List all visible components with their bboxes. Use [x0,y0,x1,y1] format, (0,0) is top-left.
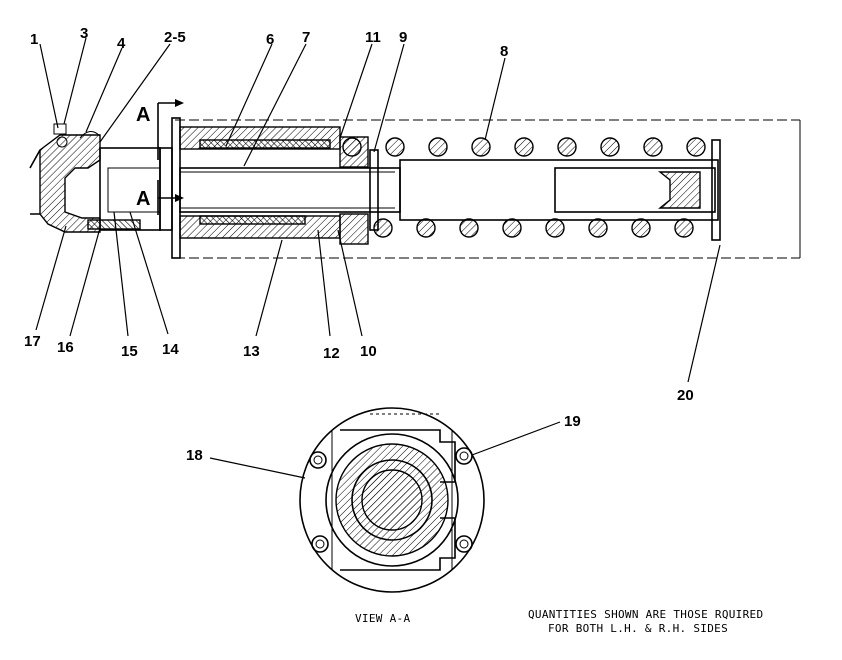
flange-plate [159,147,173,231]
callout-10: 10 [360,343,377,360]
callout-2-5: 2-5 [164,29,186,46]
callout-3: 3 [80,25,88,42]
callout-labels: 1 3 4 2-5 6 7 11 9 8 17 16 15 14 13 12 1… [24,25,694,464]
note-line-2: FOR BOTH L.H. & R.H. SIDES [548,622,728,635]
callout-4: 4 [117,35,126,52]
cylinder-section-view: A A [29,99,801,259]
callout-19: 19 [564,413,581,430]
callout-6: 6 [266,31,274,48]
callout-9: 9 [399,29,407,46]
section-arrow-bottom [157,180,184,215]
left-mount-bracket [29,123,161,233]
callout-12: 12 [323,345,340,362]
section-mark-top: A [136,104,150,126]
callout-14: 14 [162,341,179,358]
section-arrow-top [157,99,184,160]
callout-18: 18 [186,447,203,464]
callout-13: 13 [243,343,260,360]
bushing-lower [199,215,306,225]
piston-rod [179,167,401,213]
view-label: VIEW A-A [355,612,410,625]
bushing-upper [199,139,331,149]
flange-ring [171,117,181,259]
callout-15: 15 [121,343,138,360]
callout-16: 16 [57,339,74,356]
spring-coils-lower [373,218,694,238]
callout-1: 1 [30,31,38,48]
leader-lines [35,37,721,479]
spring-coils-upper [342,137,706,157]
end-plate [711,139,721,241]
callout-8: 8 [500,43,508,60]
mounting-bolts [309,447,473,553]
seal-lower [339,213,369,245]
callout-20: 20 [677,387,694,404]
piston-head [658,171,701,209]
section-mark-bottom: A [136,188,150,210]
callout-17: 17 [24,333,41,350]
callout-7: 7 [302,29,310,46]
callout-11: 11 [365,29,381,46]
note-line-1: QUANTITIES SHOWN ARE THOSE RQUIRED [528,608,763,621]
view-a-a-section [299,407,485,593]
